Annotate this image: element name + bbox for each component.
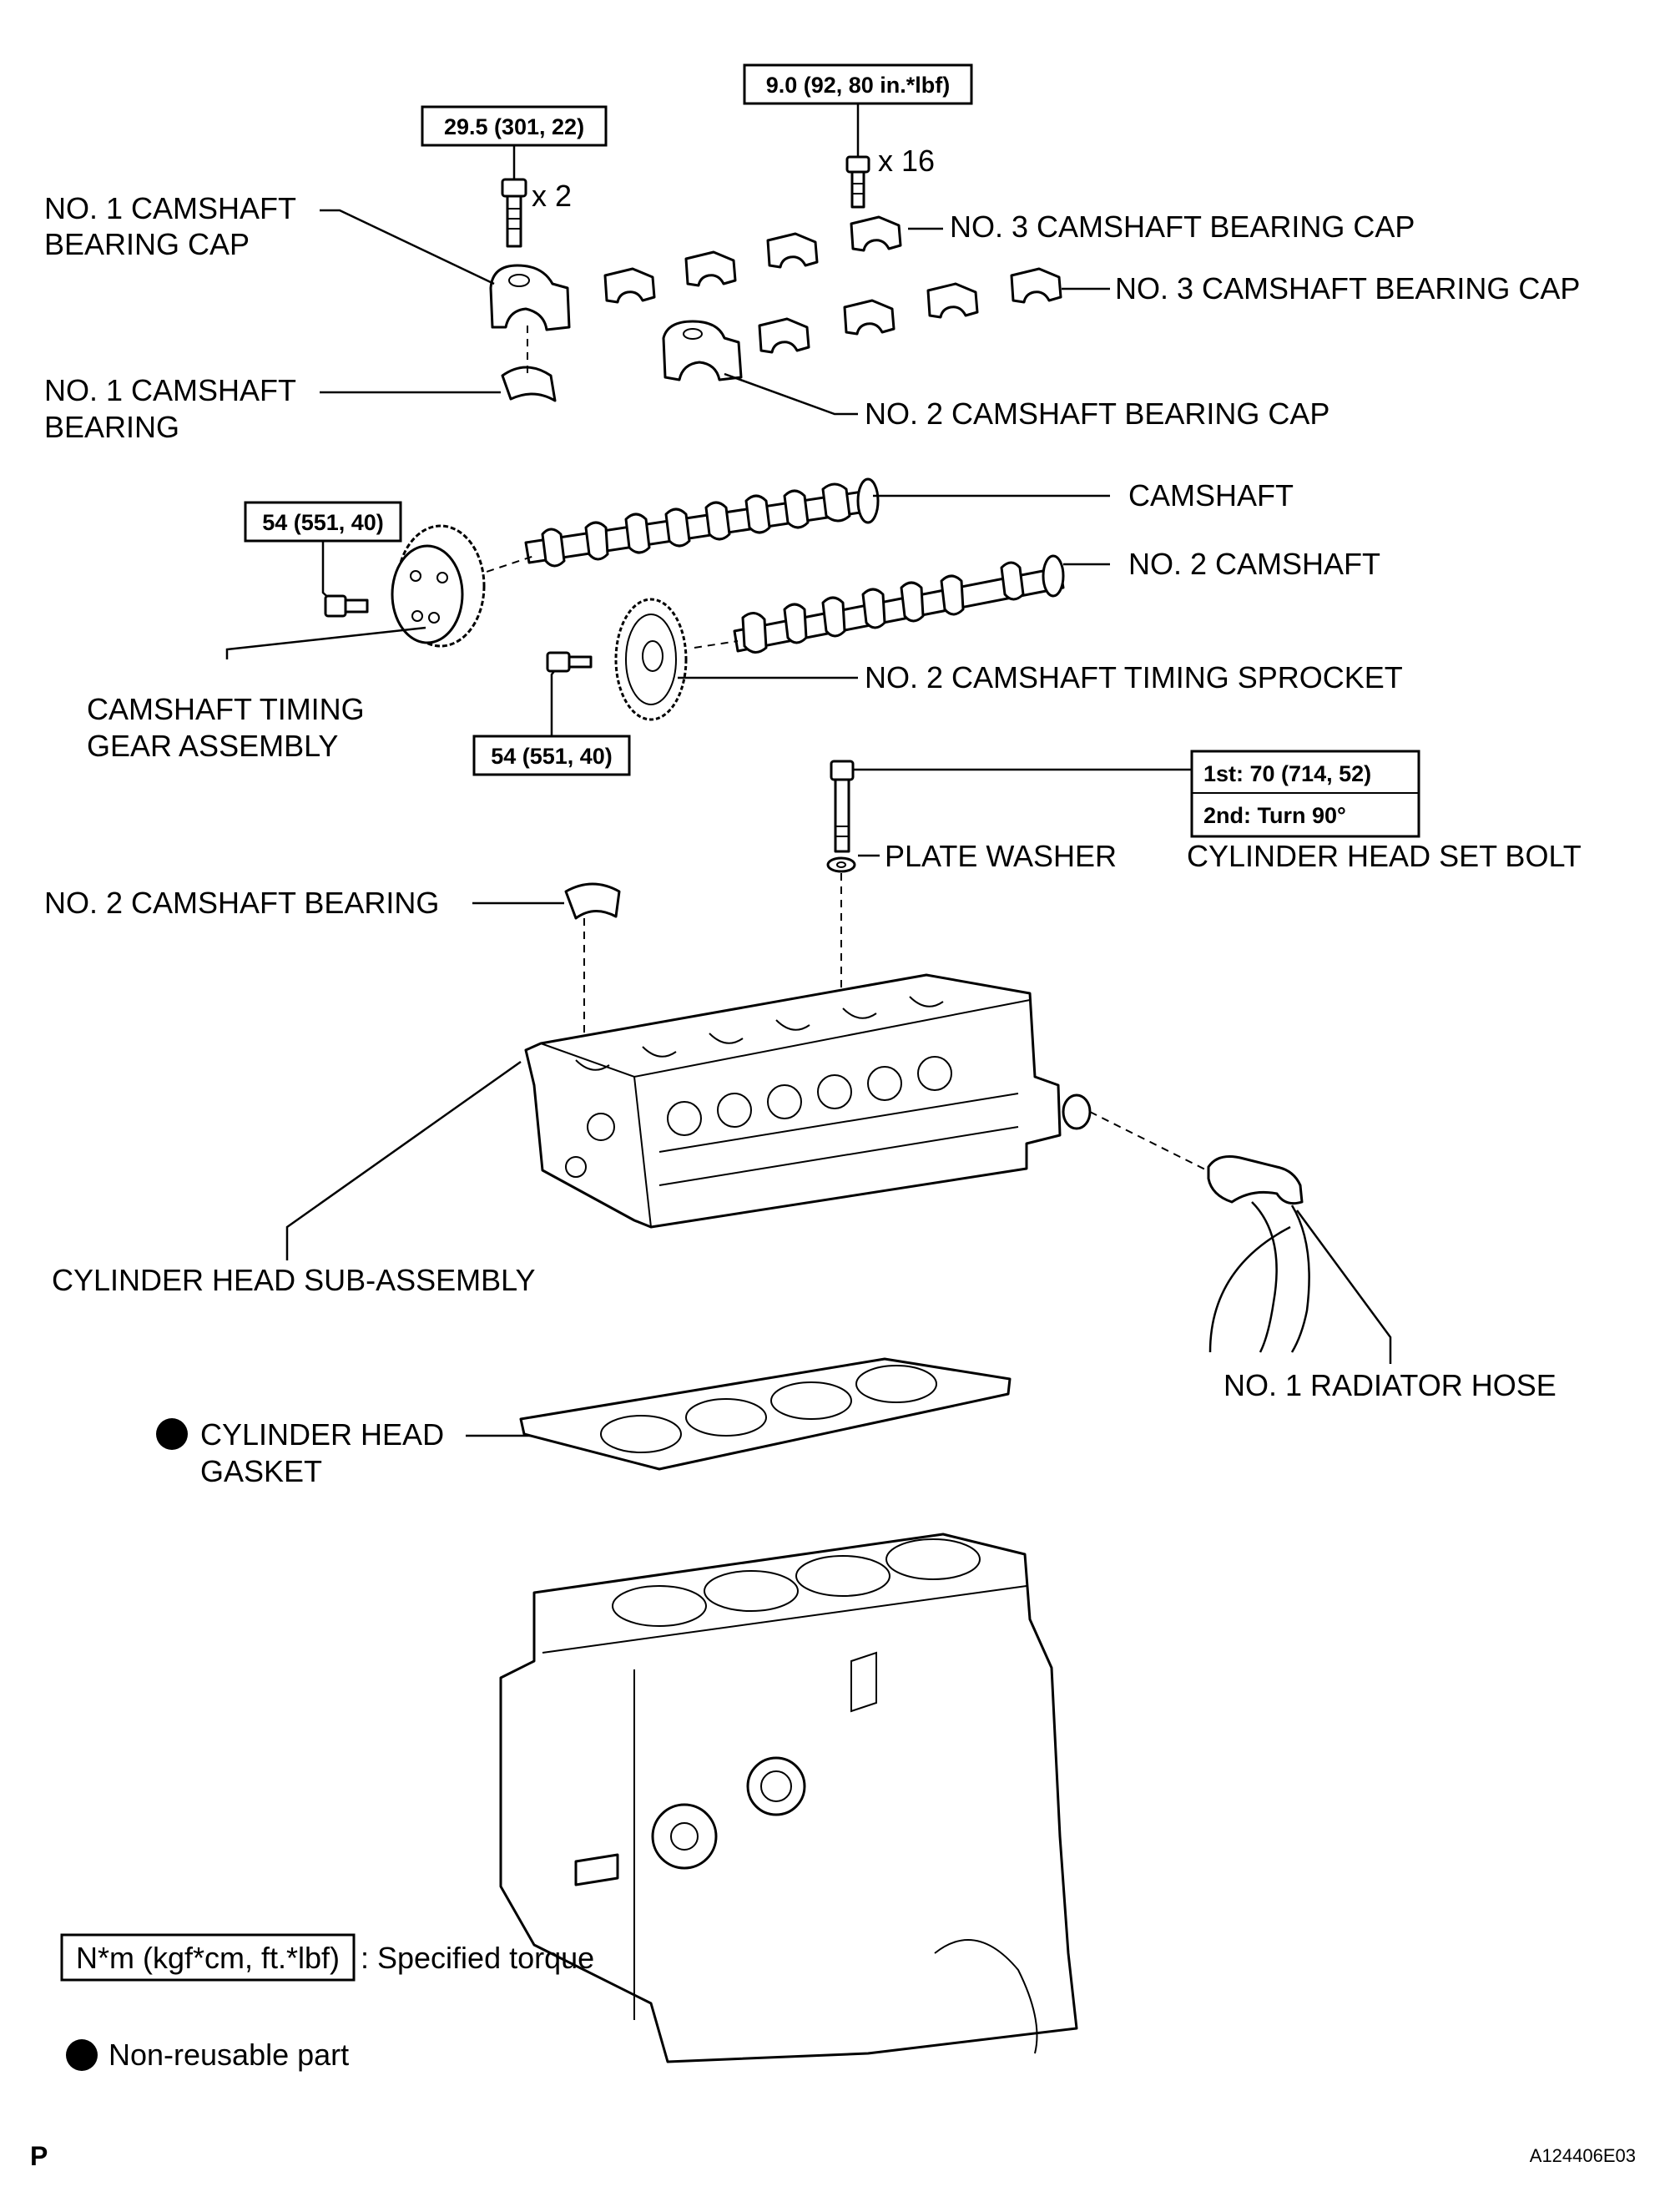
no1-radiator-hose: [1207, 1155, 1310, 1353]
legend-torque-desc: : Specified torque: [361, 1941, 594, 1975]
legend-nonreusable-text: Non-reusable part: [108, 2038, 349, 2072]
svg-text:29.5 (301, 22): 29.5 (301, 22): [444, 114, 584, 139]
label-no2-cap: NO. 2 CAMSHAFT BEARING CAP: [865, 396, 1329, 431]
label-no1-cap-line2: BEARING CAP: [44, 227, 250, 261]
label-sprocket: NO. 2 CAMSHAFT TIMING SPROCKET: [865, 660, 1403, 694]
svg-text:54 (551, 40): 54 (551, 40): [262, 510, 384, 535]
label-timing-gear-line1: CAMSHAFT TIMING: [87, 692, 365, 726]
legend-nonreusable: Non-reusable part: [66, 2038, 349, 2072]
nonreusable-mark-gasket: [156, 1418, 188, 1450]
torque-box-bearing-cap-no1: 29.5 (301, 22): [421, 105, 608, 147]
label-radiator-hose: NO. 1 RADIATOR HOSE: [1223, 1368, 1556, 1402]
qty-x2: x 2: [532, 179, 572, 213]
no1-camshaft-bearing-cap: [489, 264, 571, 331]
cylinder-block: [499, 1533, 1078, 2063]
torque-box-bearing-caps: 9.0 (92, 80 in.*lbf): [743, 63, 973, 105]
plate-washer: [826, 856, 856, 873]
camshaft-timing-gear-assembly: [391, 524, 486, 648]
label-gasket-line1: CYLINDER HEAD: [200, 1417, 444, 1452]
label-head-sub: CYLINDER HEAD SUB-ASSEMBLY: [52, 1263, 535, 1297]
bolt-bearing-caps: [845, 104, 870, 209]
label-timing-gear-line2: GEAR ASSEMBLY: [87, 729, 338, 763]
label-no2-camshaft: NO. 2 CAMSHAFT: [1128, 547, 1380, 581]
leader-radiator-hose: [1295, 1210, 1392, 1364]
camshaft: [524, 477, 880, 568]
torque-box-head-bolt: 1st: 70 (714, 52) 2nd: Turn 90°: [1190, 750, 1420, 838]
torque-box-timing-gear: 54 (551, 40): [244, 501, 402, 543]
bearing-cap-row-lower: [758, 267, 1062, 354]
qty-x16: x 16: [878, 144, 935, 178]
label-plate-washer: PLATE WASHER: [885, 839, 1117, 873]
no2-camshaft-bearing: [564, 882, 621, 920]
leader-timing-gear: [225, 626, 426, 659]
bolt-timing-gear: [321, 541, 369, 618]
label-camshaft: CAMSHAFT: [1128, 478, 1294, 513]
cylinder-head-sub-assembly: [524, 973, 1092, 1229]
no2-camshaft-timing-sprocket: [614, 598, 688, 721]
leader-no1-cap: [320, 209, 495, 285]
dash-sprocket: [694, 640, 739, 649]
leader-head-sub: [285, 1060, 522, 1260]
label-no1-bearing-line2: BEARING: [44, 410, 179, 444]
svg-text:54 (551, 40): 54 (551, 40): [491, 744, 613, 769]
label-no2-bearing: NO. 2 CAMSHAFT BEARING: [44, 886, 439, 920]
no2-camshaft-bearing-cap: [662, 320, 743, 381]
label-no3-cap-a: NO. 3 CAMSHAFT BEARING CAP: [950, 210, 1415, 244]
footer-left-code: P: [30, 2141, 48, 2171]
dash-timing-gear: [473, 555, 535, 577]
svg-text:1st: 70 (714, 52): 1st: 70 (714, 52): [1203, 761, 1371, 786]
no1-camshaft-bearing: [501, 366, 557, 402]
label-no3-cap-b: NO. 3 CAMSHAFT BEARING CAP: [1115, 271, 1580, 306]
no2-camshaft: [733, 554, 1065, 654]
dash-radiator-hose: [1089, 1111, 1211, 1173]
torque-box-sprocket: 54 (551, 40): [472, 735, 631, 776]
cylinder-head-gasket: [519, 1357, 1012, 1471]
svg-text:9.0 (92, 80 in.*lbf): 9.0 (92, 80 in.*lbf): [766, 73, 951, 98]
svg-text:2nd: Turn 90°: 2nd: Turn 90°: [1203, 803, 1346, 828]
footer-figure-id: A124406E03: [1530, 2145, 1636, 2166]
bolt-bearing-cap-no1: [501, 145, 527, 248]
label-no1-bearing-line1: NO. 1 CAMSHAFT: [44, 373, 296, 407]
bearing-cap-row-upper: [603, 215, 902, 304]
label-head-bolt: CYLINDER HEAD SET BOLT: [1187, 839, 1582, 873]
bolt-sprocket: [546, 651, 593, 736]
legend-torque-box-text: N*m (kgf*cm, ft.*lbf): [76, 1941, 340, 1975]
cylinder-head-set-bolt: [830, 760, 1192, 853]
legend-specified-torque: N*m (kgf*cm, ft.*lbf) : Specified torque: [60, 1933, 594, 1982]
label-no1-cap-line1: NO. 1 CAMSHAFT: [44, 191, 296, 225]
label-gasket-line2: GASKET: [200, 1454, 322, 1488]
leader-no2-cap: [724, 372, 858, 416]
